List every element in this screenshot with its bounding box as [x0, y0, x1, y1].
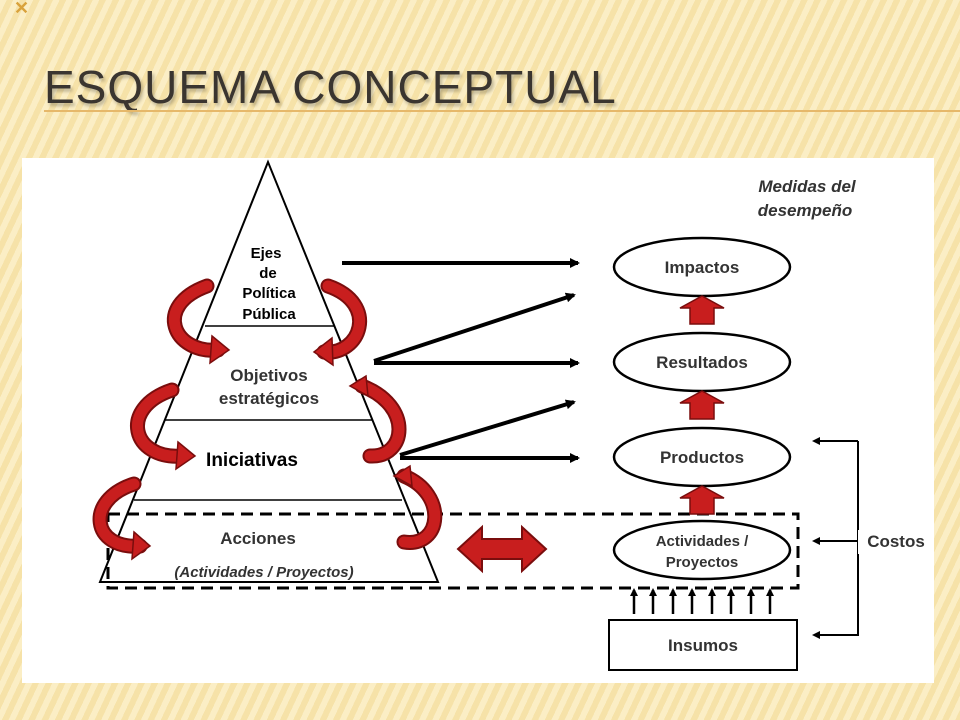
insumos-box — [608, 619, 798, 671]
iniciativas-label: Iniciativas — [206, 450, 298, 471]
actividades-label-line-2: Proyectos — [666, 554, 739, 571]
ejes-label-line-1: Ejes — [251, 245, 282, 262]
medidas-header-line-2: desempeño — [758, 201, 852, 220]
objetivos-label-line-1: Objetivos — [230, 366, 307, 385]
up-block-arrows — [679, 295, 725, 515]
title-underline — [44, 110, 960, 112]
acciones-link-double-arrow — [456, 524, 548, 574]
productos-label: Productos — [660, 448, 744, 467]
objetivos-label-line-2: estratégicos — [219, 389, 319, 408]
costos-bracket — [812, 437, 859, 639]
pyramid — [98, 159, 440, 583]
costos-label: Costos — [867, 532, 925, 551]
ejes-label-line-4: Pública — [242, 306, 296, 323]
acciones-label: Acciones — [220, 529, 296, 548]
insumos-up-arrows — [630, 588, 774, 614]
impactos-label: Impactos — [665, 258, 740, 277]
medidas-header-line-1: Medidas del — [758, 177, 857, 196]
bullet-x-icon: ✕ — [14, 0, 30, 18]
ejes-label-line-3: Política — [242, 285, 296, 302]
pyramid-outline — [98, 159, 440, 583]
cycle-arrow-head-left-1 — [209, 334, 231, 365]
actividades-label-line-1: Actividades / — [656, 533, 749, 550]
cycle-arrow-head-right-3 — [392, 464, 413, 488]
cycle-arrow-head-right-2 — [348, 374, 369, 398]
costos-label-bg — [858, 530, 932, 554]
resultados-label: Resultados — [656, 353, 748, 372]
cycle-arrow-head-right-1 — [312, 336, 334, 367]
acciones-sub-label: (Actividades / Proyectos) — [174, 564, 353, 581]
cycle-arrows — [92, 278, 443, 561]
iniciativas-label-bg — [190, 443, 310, 475]
conceptual-diagram: Ejes de Política Pública Objetivos estra… — [22, 158, 934, 683]
pyramid-to-measures-arrows — [342, 258, 580, 463]
actividades-ellipse — [612, 519, 792, 581]
acciones-dashed-box — [106, 512, 800, 590]
insumos-label: Insumos — [668, 636, 738, 655]
cycle-arrow-head-left-2 — [175, 440, 197, 471]
cycle-arrow-head-left-3 — [131, 530, 152, 561]
ejes-label-line-2: de — [259, 265, 277, 282]
diagram-canvas: Ejes de Política Pública Objetivos estra… — [92, 159, 932, 671]
slide-title: ESQUEMA CONCEPTUAL — [44, 61, 617, 113]
